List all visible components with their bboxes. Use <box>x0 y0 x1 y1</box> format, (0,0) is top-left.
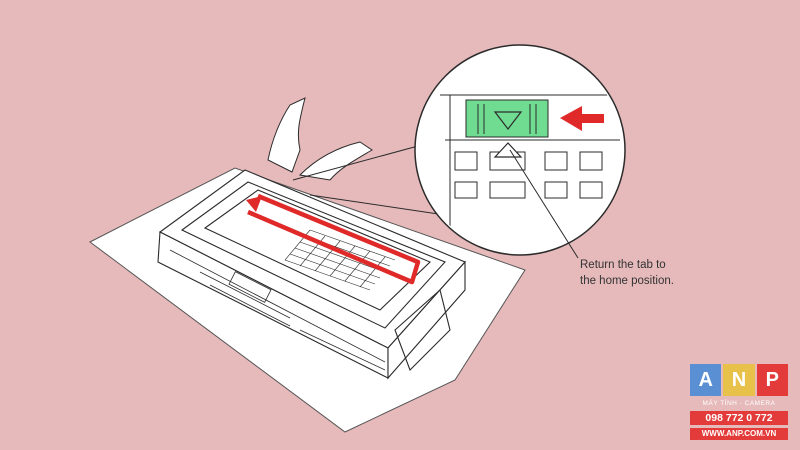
zoom-callout <box>414 44 626 256</box>
hand-icon <box>267 97 373 181</box>
slide-tab <box>465 99 549 138</box>
side-ribs <box>169 249 386 371</box>
logo-phone: 098 772 0 772 <box>690 411 788 425</box>
caption-line-1: Return the tab to <box>580 259 666 271</box>
caption-leader <box>509 149 579 259</box>
logo-letter-p: P <box>756 364 788 396</box>
direction-arrow-icon <box>246 193 421 285</box>
caption-line-2: the home position. <box>580 275 674 287</box>
roller-grid <box>284 229 396 291</box>
home-position-marker-icon <box>493 142 523 158</box>
logo-letter-a: A <box>690 364 722 396</box>
brand-logo: A N P MÁY TÍNH - CAMERA 098 772 0 772 WW… <box>690 364 788 440</box>
push-arrow-icon <box>560 106 604 131</box>
logo-website: WWW.ANP.COM.VN <box>690 428 788 440</box>
logo-tagline: MÁY TÍNH - CAMERA <box>702 400 776 407</box>
annotation-caption: Return the tab to the home position. <box>580 257 674 289</box>
drum-unit <box>157 169 466 380</box>
logo-letter-n: N <box>723 364 755 396</box>
